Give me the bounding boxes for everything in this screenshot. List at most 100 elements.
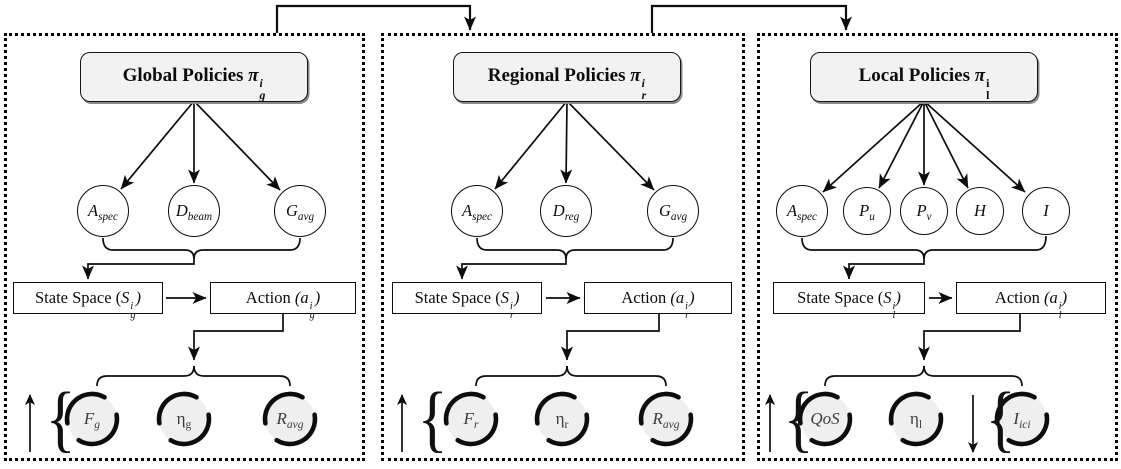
merge-to-state-arrow (843, 259, 925, 280)
panel-global-policies (4, 33, 365, 461)
state-feature-a-spec: Aspec (776, 185, 828, 237)
fan-arrow (878, 100, 925, 189)
fan-arrow (822, 100, 925, 193)
state-feature-a-spec: Aspec (77, 185, 129, 237)
global-reward-circles (25, 391, 318, 452)
state-feature-g-avg: Gavg (647, 185, 699, 237)
reward-arc (455, 412, 499, 447)
reward-circle (997, 394, 1047, 444)
split-brace (824, 365, 925, 387)
reward-r-avg: Ravg (276, 409, 304, 431)
fan-arrow (923, 100, 969, 189)
state-feature-g-avg: Gavg (274, 185, 326, 237)
fan-arrow (566, 100, 655, 191)
fan-arrow (560, 100, 573, 184)
regional-to-local-arrow (650, 4, 852, 33)
reward-arc (274, 412, 318, 447)
state-feature-p-v: Pv (900, 187, 948, 235)
reward-arc (638, 391, 681, 426)
merge-brace (102, 237, 195, 260)
reward-arc (1006, 412, 1050, 447)
reward-arc (994, 391, 1037, 426)
state-feature-d-reg: Dreg (540, 185, 592, 237)
split-brace (475, 365, 568, 387)
reward-f-r: Fr (463, 409, 479, 431)
global-to-regional-arrow (275, 4, 476, 33)
panel-regional-policies (381, 33, 745, 461)
split-brace (923, 365, 1023, 387)
merge-to-state-arrow (456, 259, 567, 280)
split-brace (96, 365, 195, 387)
state-feature-p-u: Pu (843, 187, 891, 235)
reward-circle (800, 394, 850, 444)
state-feature-i: I (1022, 187, 1070, 235)
merge-brace (923, 235, 1047, 260)
reward-circle (67, 394, 117, 444)
left-brace-icon: { (417, 378, 448, 460)
reward-circle (537, 394, 587, 444)
reward-eta-l: ηl (909, 409, 923, 431)
state-feature-a-spec: Aspec (451, 185, 503, 237)
reward-circle (891, 394, 941, 444)
reward-arc (797, 391, 840, 426)
reward-arc (76, 412, 120, 447)
reward-arc (650, 412, 694, 447)
reward-arc (534, 391, 577, 426)
fan-arrow (193, 100, 281, 191)
regional-reward-circles (397, 391, 694, 452)
reward-arc (546, 412, 590, 447)
fan-arrow (120, 100, 195, 190)
action-down-arrow (918, 314, 1021, 361)
panel-local-policies (757, 33, 1118, 461)
reward-arc (900, 412, 944, 447)
local-reward-circles (765, 391, 1050, 453)
local-panel-connectors (801, 100, 1047, 387)
reward-arc (156, 391, 199, 426)
reward-f-g: Fg (83, 409, 101, 431)
reward-eta-r: ηr (555, 409, 569, 431)
split-brace (566, 365, 667, 387)
merge-brace (565, 237, 674, 260)
inter-panel-connectors (275, 4, 852, 33)
state-feature-h: H (956, 187, 1004, 235)
reward-circle (159, 394, 209, 444)
merge-brace (801, 237, 925, 260)
reward-circle (641, 394, 691, 444)
reward-eta-g: ηg (176, 409, 192, 431)
split-brace (193, 365, 291, 387)
reward-arc (888, 391, 931, 426)
merge-to-state-arrow (82, 259, 195, 280)
action-down-arrow (561, 314, 660, 361)
fan-arrow (494, 100, 568, 190)
reward-arc (443, 391, 486, 426)
reward-circle (265, 394, 315, 444)
reward-r-avg: Ravg (652, 409, 680, 431)
fan-arrow (923, 100, 1026, 193)
reward-qos: QoS (810, 409, 840, 428)
reward-arc (168, 412, 212, 447)
state-feature-d-beam: Dbeam (168, 185, 220, 237)
reward-arc (64, 391, 107, 426)
left-brace-icon: { (985, 378, 1016, 460)
reward-i-ici: Iici (1013, 409, 1031, 431)
reward-arc (809, 412, 853, 447)
left-brace-icon: { (783, 378, 814, 460)
reward-circle (446, 394, 496, 444)
reward-arc (262, 391, 305, 426)
left-brace-icon: { (45, 378, 76, 460)
global-panel-connectors (82, 100, 301, 387)
regional-panel-connectors (456, 100, 674, 387)
merge-brace (193, 237, 301, 260)
action-down-arrow (188, 314, 284, 361)
